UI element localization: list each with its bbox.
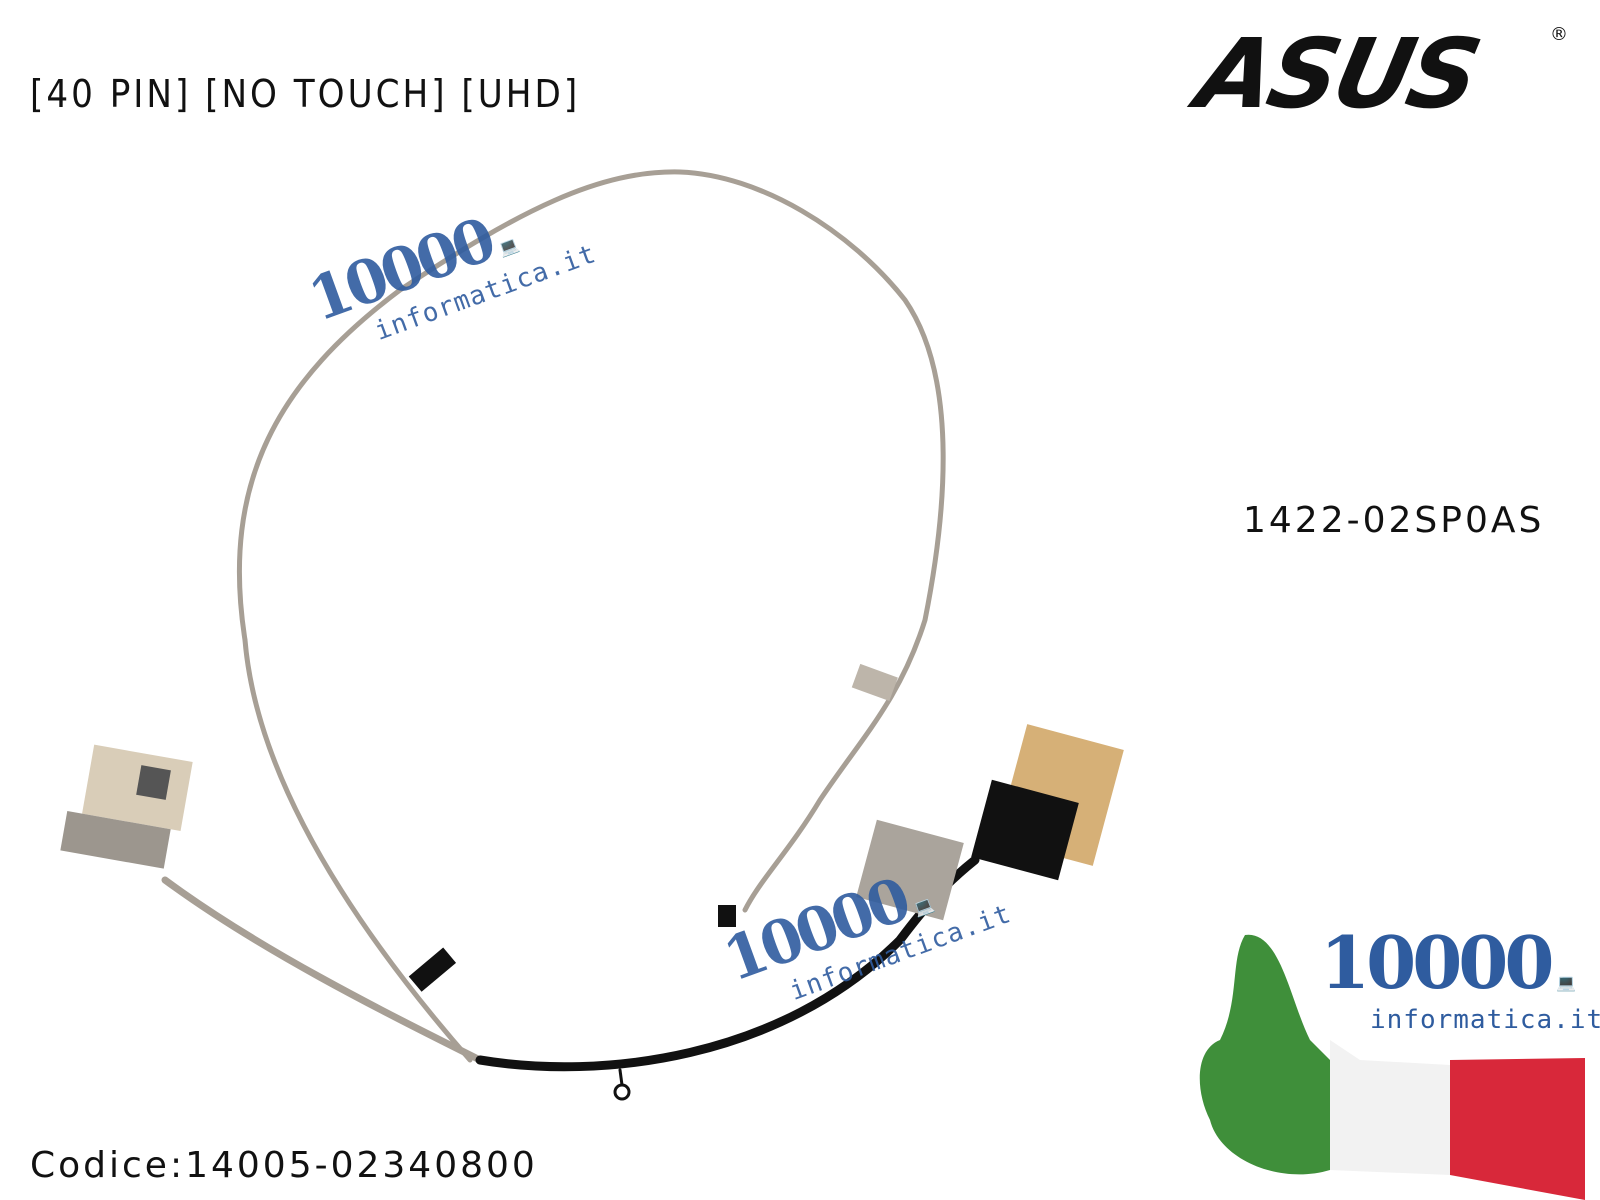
shop-logo-number: 10000 bbox=[1320, 920, 1554, 1005]
product-title: [40 PIN] [NO TOUCH] [UHD] bbox=[30, 72, 581, 116]
laptop-icon: 💻 bbox=[496, 234, 522, 259]
tape-black bbox=[408, 947, 457, 992]
connector-left bbox=[60, 744, 193, 869]
connector-right bbox=[856, 724, 1124, 921]
ground-ring bbox=[613, 1083, 631, 1101]
laptop-icon: 💻 bbox=[911, 894, 937, 919]
cable-grey-connector bbox=[161, 876, 484, 1064]
shop-logo: 10000 💻 informatica.it bbox=[1320, 920, 1600, 1035]
shop-logo-domain: informatica.it bbox=[1370, 1005, 1600, 1035]
registered-mark: ® bbox=[1550, 24, 1568, 45]
ground-wire bbox=[618, 1068, 624, 1087]
cable-grey-left bbox=[242, 637, 473, 1063]
part-number: 1422-02SP0AS bbox=[1243, 500, 1545, 541]
laptop-icon: 💻 bbox=[1556, 973, 1576, 992]
cable-grey-loop bbox=[236, 169, 946, 913]
thumbs-up-flag-hand bbox=[1199, 934, 1585, 1200]
tape-grey bbox=[851, 663, 898, 702]
product-code: Codice:14005-02340800 bbox=[30, 1145, 538, 1186]
connector-small bbox=[718, 905, 736, 927]
